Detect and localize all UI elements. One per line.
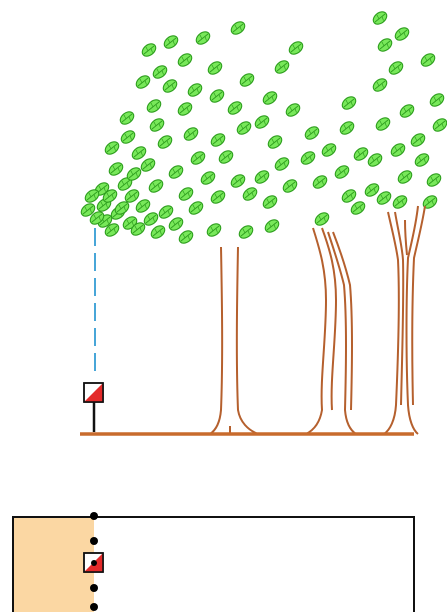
leaf-icon: [119, 128, 137, 145]
flag-marker-icon: [84, 383, 103, 432]
leaf-icon: [340, 187, 358, 204]
leaf-icon: [366, 151, 384, 168]
leaf-icon: [389, 141, 407, 158]
leaf-icon: [281, 177, 299, 194]
leaf-icon: [413, 151, 431, 168]
leaf-icon: [186, 81, 204, 98]
plan-dot: [90, 603, 98, 611]
leaf-icon: [176, 51, 194, 68]
leaf-icon: [409, 131, 427, 148]
leaf-icon: [148, 116, 166, 133]
leaf-icon: [425, 171, 443, 188]
leaf-icon: [107, 160, 125, 177]
leaf-icon: [145, 97, 163, 114]
plan-shaded-zone: [13, 517, 94, 612]
leaf-icon: [176, 100, 194, 117]
leaf-icon: [352, 145, 370, 162]
leaf-icon: [162, 33, 180, 50]
leaf-icon: [226, 99, 244, 116]
leaf-icon: [340, 94, 358, 111]
flag-marker-icon: [84, 553, 103, 572]
leaf-icon: [139, 156, 157, 173]
tree-trunk-middle: [306, 228, 356, 434]
leaf-icon: [157, 203, 175, 220]
leaf-icon: [284, 101, 302, 118]
leaf-icon: [338, 119, 356, 136]
leaf-icon: [209, 188, 227, 205]
plan-dot: [90, 584, 98, 592]
leaf-icon: [431, 116, 447, 133]
leaf-icon: [333, 163, 351, 180]
plan-view: [13, 512, 414, 612]
leaf-icon: [134, 197, 152, 214]
leaf-icon: [428, 91, 446, 108]
leaf-icon: [199, 169, 217, 186]
leaf-icon: [237, 223, 255, 240]
leaf-icon: [253, 113, 271, 130]
leaf-icon: [261, 89, 279, 106]
leaf-icon: [419, 51, 437, 68]
leaf-icon: [299, 149, 317, 166]
plan-dot: [90, 537, 98, 545]
leaf-icon: [387, 59, 405, 76]
leaf-icon: [313, 210, 331, 227]
leaf-icon: [371, 76, 389, 93]
tree-foliage: [79, 9, 447, 245]
leaf-icon: [161, 77, 179, 94]
leaf-icon: [217, 148, 235, 165]
tree-trunk-right: [384, 206, 425, 434]
leaf-icon: [266, 133, 284, 150]
leaf-icon: [134, 73, 152, 90]
leaf-icon: [130, 144, 148, 161]
leaf-icon: [229, 172, 247, 189]
leaf-icon: [261, 193, 279, 210]
leaf-icon: [167, 163, 185, 180]
leaf-icon: [398, 102, 416, 119]
elevation-view: [79, 9, 447, 434]
leaf-icon: [376, 36, 394, 53]
leaf-icon: [241, 185, 259, 202]
leaf-icon: [253, 168, 271, 185]
leaf-icon: [189, 149, 207, 166]
leaf-icon: [421, 193, 439, 210]
leaf-icon: [205, 221, 223, 238]
leaf-icon: [287, 39, 305, 56]
leaf-icon: [393, 25, 411, 42]
leaf-icon: [182, 125, 200, 142]
leaf-icon: [273, 155, 291, 172]
leaf-icon: [156, 133, 174, 150]
leaf-icon: [263, 217, 281, 234]
leaf-icon: [396, 168, 414, 185]
leaf-icon: [349, 199, 367, 216]
leaf-icon: [374, 115, 392, 132]
leaf-icon: [273, 58, 291, 75]
leaf-icon: [311, 173, 329, 190]
leaf-icon: [209, 131, 227, 148]
leaf-icon: [194, 29, 212, 46]
leaf-icon: [151, 63, 169, 80]
leaf-icon: [149, 223, 167, 240]
leaf-icon: [147, 177, 165, 194]
leaf-icon: [140, 41, 158, 58]
leaf-icon: [238, 71, 256, 88]
leaf-icon: [177, 228, 195, 245]
tree-trunk-left: [210, 247, 258, 434]
leaf-icon: [320, 141, 338, 158]
leaf-icon: [167, 215, 185, 232]
leaf-icon: [303, 124, 321, 141]
leaf-icon: [229, 19, 247, 36]
leaf-icon: [206, 59, 224, 76]
leaf-icon: [177, 185, 195, 202]
leaf-icon: [235, 119, 253, 136]
leaf-icon: [371, 9, 389, 26]
plan-dot: [90, 512, 98, 520]
leaf-icon: [208, 87, 226, 104]
leaf-icon: [103, 139, 121, 156]
leaf-icon: [391, 193, 409, 210]
leaf-icon: [187, 199, 205, 216]
leaf-icon: [118, 109, 136, 126]
